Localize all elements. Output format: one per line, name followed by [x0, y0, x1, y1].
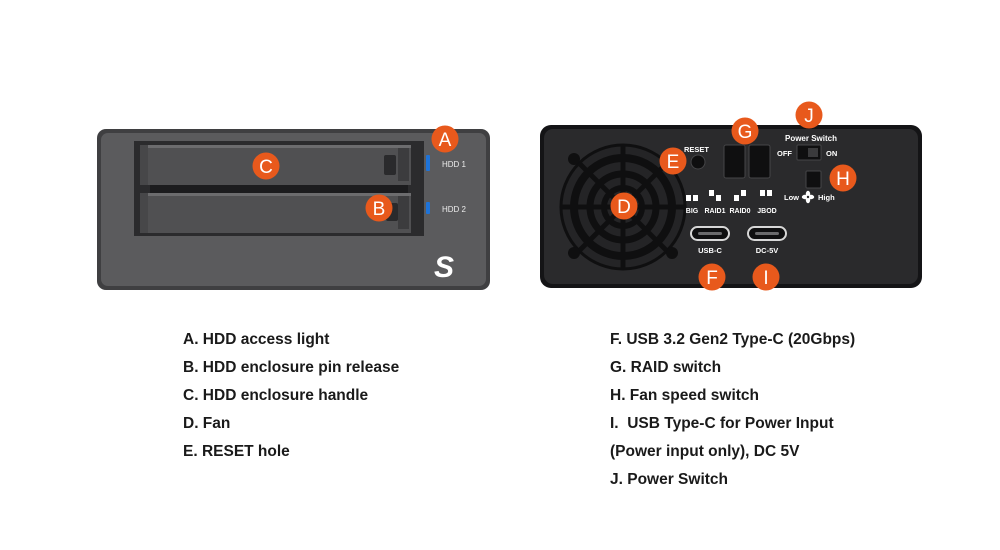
callout-e-badge — [659, 147, 687, 175]
legend-item-c: C. HDD enclosure handle — [183, 387, 369, 404]
fan-icon — [801, 190, 815, 204]
raid-mode-icons — [686, 190, 772, 201]
fan-low-label: Low — [784, 193, 799, 202]
legend-item-f: F. USB 3.2 Gen2 Type-C (20Gbps) — [610, 331, 856, 348]
callout-c-letter: C — [259, 157, 273, 178]
front-panel: HDD 1 HDD 2 S — [97, 129, 490, 290]
hdd2-label: HDD 2 — [442, 205, 467, 214]
power-off-label: OFF — [777, 149, 792, 158]
fan-high-label: High — [818, 193, 835, 202]
raid-mode-raid1-label: RAID1 — [704, 208, 725, 215]
callout-i-letter: I — [763, 268, 768, 289]
callout-a-letter: A — [439, 130, 452, 151]
raid-mode-raid0-label: RAID0 — [729, 208, 750, 215]
hdd1-led — [426, 155, 430, 171]
legend-right: F. USB 3.2 Gen2 Type-C (20Gbps) G. RAID … — [610, 326, 855, 494]
reset-hole[interactable] — [690, 154, 706, 170]
callout-j-badge — [795, 101, 823, 129]
legend-item-a: A. HDD access light — [183, 331, 330, 348]
legend-item-b: B. HDD enclosure pin release — [183, 359, 400, 376]
fan-speed-switch[interactable] — [805, 170, 822, 189]
legend-item-i-continued: (Power input only), DC 5V — [610, 443, 800, 460]
hdd1-label: HDD 1 — [442, 160, 467, 169]
hdd2-led — [426, 202, 430, 214]
legend-item-h: H. Fan speed switch — [610, 387, 760, 404]
dc-5v-label: DC-5V — [756, 246, 779, 255]
drive-tray-2[interactable] — [140, 193, 411, 233]
callout-h-letter: H — [836, 169, 850, 190]
tray-divider — [150, 185, 408, 193]
screw-hole — [666, 247, 678, 259]
power-switch-title: Power Switch — [785, 134, 837, 143]
callout-h-badge — [829, 164, 857, 192]
callout-j-letter: J — [804, 106, 814, 127]
pin-release-1[interactable] — [384, 155, 396, 175]
callout-d-badge — [610, 192, 638, 220]
callout-a-badge — [431, 125, 459, 153]
legend-item-i: I. USB Type-C for Power Input — [610, 415, 834, 432]
screw-hole — [568, 247, 580, 259]
power-switch-knob — [808, 148, 818, 157]
legend-item-e: E. RESET hole — [183, 443, 290, 460]
callout-d-letter: D — [617, 197, 631, 218]
reset-label: RESET — [684, 145, 709, 154]
callout-f-badge — [698, 263, 726, 291]
screw-hole — [568, 153, 580, 165]
raid-mode-big-label: BIG — [686, 208, 699, 215]
callout-c-badge — [252, 152, 280, 180]
callout-g-letter: G — [738, 122, 753, 143]
callout-f-letter: F — [706, 268, 718, 289]
raid-switch-1[interactable] — [723, 144, 746, 179]
callout-g-badge — [731, 117, 759, 145]
usb-c-label: USB-C — [698, 246, 722, 255]
brand-logo: S — [434, 251, 454, 284]
raid-mode-jbod-label: JBOD — [757, 208, 776, 215]
callout-b-badge — [365, 194, 393, 222]
callout-b-letter: B — [373, 199, 386, 220]
callout-e-letter: E — [667, 152, 680, 173]
legend-left: A. HDD access light B. HDD enclosure pin… — [183, 326, 399, 466]
rear-panel: RESET BIG RAID1 RAID0 JBOD — [540, 125, 922, 288]
callouts: A B C D E F G H I J — [252, 101, 857, 291]
power-on-label: ON — [826, 149, 837, 158]
legend-item-d: D. Fan — [183, 415, 231, 432]
legend-item-j: J. Power Switch — [610, 471, 729, 488]
raid-switch-2[interactable] — [748, 144, 771, 179]
callout-i-badge — [752, 263, 780, 291]
legend-item-g: G. RAID switch — [610, 359, 722, 376]
